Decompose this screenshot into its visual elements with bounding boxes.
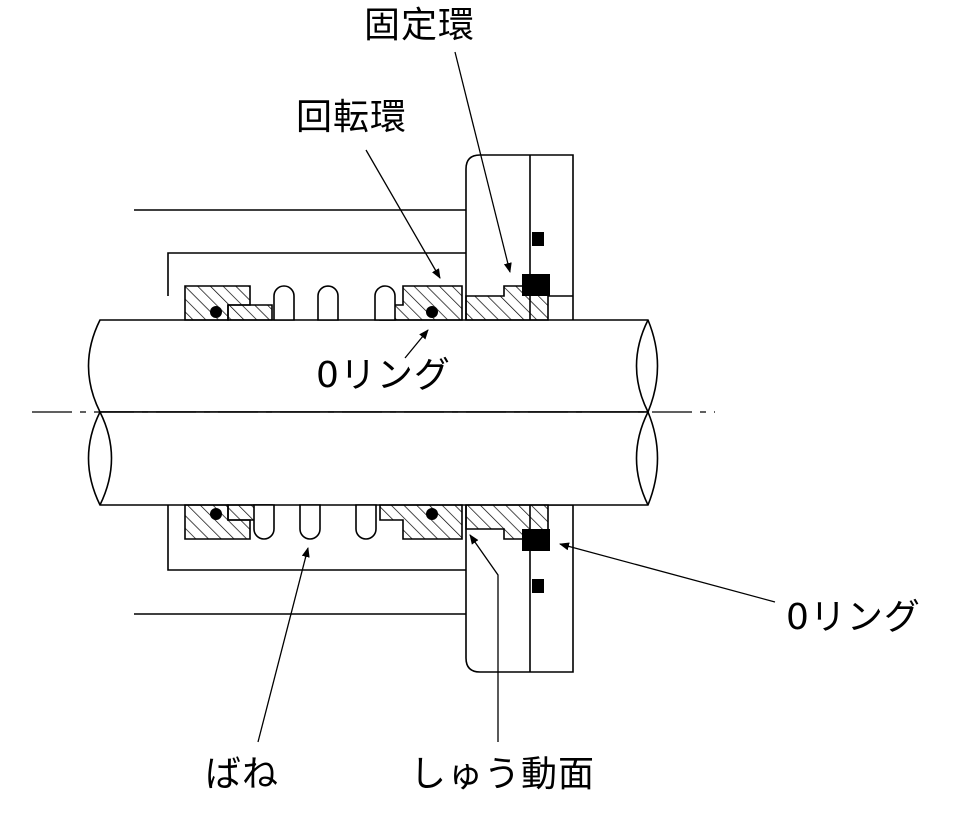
leader-rotating-ring	[365, 149, 441, 279]
spring-coil-upper-3	[374, 285, 396, 321]
o-ring-square-lower	[522, 529, 550, 551]
leader-fixed-ring	[454, 51, 512, 273]
shaft-break-right-top	[635, 319, 649, 413]
o-ring-small-upper-right	[426, 306, 438, 318]
label-o-ring-right: 0リング	[786, 597, 921, 638]
upper-seal-assembly	[184, 285, 549, 321]
shaft	[87, 319, 659, 506]
spring-coil-lower-3	[355, 504, 377, 540]
spring-coil-lower-2	[299, 504, 321, 540]
rotating-ring-lower	[379, 504, 463, 540]
label-sliding-surface: しゅう動面	[410, 754, 596, 795]
spring-coil-lower-1	[253, 504, 275, 540]
o-ring-small-lower-right	[426, 508, 438, 520]
o-ring-small-upper-left	[210, 306, 222, 318]
leader-o-ring-center	[404, 329, 429, 359]
springs-lower	[253, 504, 377, 540]
o-ring-small-lower-left	[210, 508, 222, 520]
leader-sliding-surface	[469, 534, 499, 742]
o-ring-square-upper	[522, 274, 550, 296]
small-pin-top	[532, 232, 544, 246]
small-pin-bottom	[532, 579, 544, 593]
label-spring: ばね	[205, 754, 280, 795]
spring-coil-upper-1	[273, 285, 295, 321]
sleeve-outline-bottom	[167, 505, 466, 571]
leader-spring	[257, 547, 310, 743]
label-fixed-ring: 固定環	[364, 5, 476, 46]
leader-o-ring-right	[559, 542, 776, 603]
leader-lines	[257, 51, 776, 743]
sleeve-outline-top	[167, 252, 466, 296]
label-o-ring-center: 0リング	[316, 355, 451, 396]
shaft-lower	[87, 411, 659, 506]
shaft-break-left-bottom	[99, 411, 113, 506]
springs-upper	[273, 285, 396, 321]
spring-coil-upper-2	[317, 285, 339, 321]
shaft-break-right-bottom	[635, 411, 649, 506]
gland-outline	[465, 154, 574, 673]
housing	[134, 209, 466, 615]
retainer-lip-upper	[227, 304, 273, 321]
label-rotating-ring: 回転環	[296, 97, 408, 138]
